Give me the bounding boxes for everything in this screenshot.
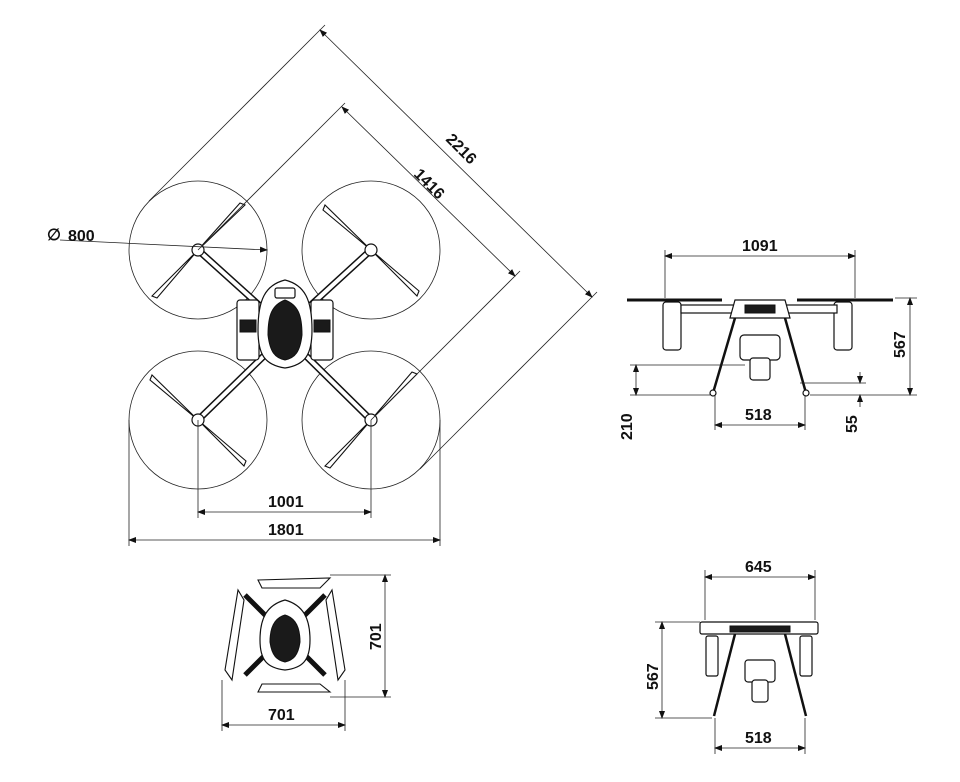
dimension-folded-depth: 701: [330, 574, 391, 698]
dimension-folded-side-height: 567: [645, 621, 712, 719]
dimension-height: 567: [810, 297, 917, 396]
overall-width-label: 1801: [268, 522, 304, 539]
dimension-ground-clearance: 210: [619, 364, 745, 440]
folded-leg-spacing-label: 518: [745, 730, 772, 747]
dimension-folded-width: 701: [221, 680, 346, 731]
height-label: 567: [892, 331, 909, 358]
drone-body: [236, 279, 334, 369]
leg-spacing-label: 518: [745, 407, 772, 424]
motor-spacing-label: 1001: [268, 494, 304, 511]
folded-depth-label: 701: [368, 623, 385, 650]
folded-side-width-label: 645: [745, 559, 772, 576]
dimension-folded-leg-spacing: 518: [714, 718, 806, 754]
prop-span-label: 1091: [742, 238, 778, 255]
foot-height-label: 55: [844, 415, 861, 433]
dimension-folded-side-width: 645: [704, 559, 816, 620]
dimension-leg-spacing: 518: [714, 395, 806, 430]
dimension-motor-spacing: 1001: [197, 420, 372, 518]
dimension-prop-span: 1091: [664, 238, 856, 298]
rotor-diameter-label: 800: [68, 228, 95, 245]
side-view: 1091 567 210 518 55: [619, 238, 917, 440]
dimension-rotor-diameter: ∅ 800: [47, 227, 268, 253]
folded-side-height-label: 567: [645, 663, 662, 690]
folded-top-view: 701 701: [221, 574, 391, 731]
dimension-overall-width: 1801: [128, 420, 441, 546]
diagonal-outer-label: 2216: [442, 131, 479, 168]
ground-clearance-label: 210: [619, 413, 636, 440]
top-view: ∅ 800 2216 1416 1001 1801: [47, 24, 598, 546]
diameter-symbol: ∅: [47, 227, 61, 244]
folded-side-view: 645 567 518: [645, 559, 819, 754]
folded-width-label: 701: [268, 707, 295, 724]
dimension-foot-height: 55: [800, 372, 866, 433]
